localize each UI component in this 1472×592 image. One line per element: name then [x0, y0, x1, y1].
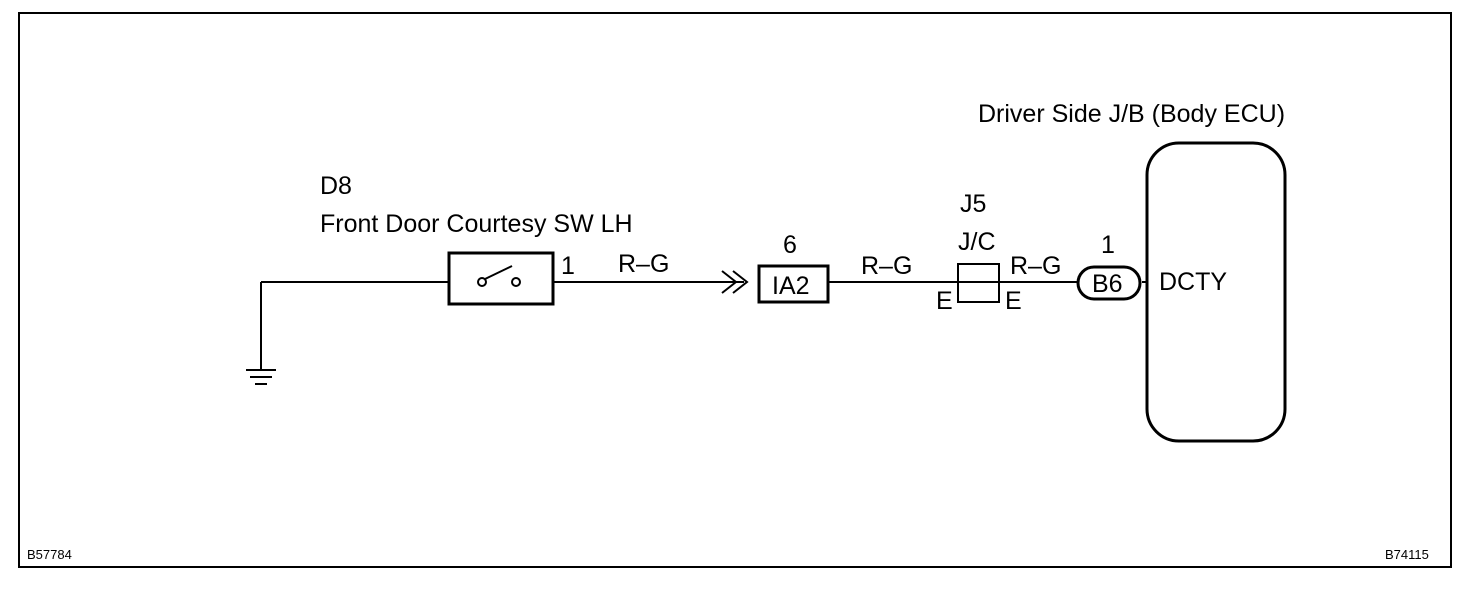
ecu-title: Driver Side J/B (Body ECU): [978, 100, 1285, 128]
wire-color-2: R–G: [861, 252, 912, 280]
wire-color-1: R–G: [618, 250, 669, 278]
wire-color-3: R–G: [1010, 252, 1061, 280]
ecu-box: [1145, 141, 1287, 443]
courtesy-switch: [447, 251, 555, 306]
connector-ia2-box: [757, 264, 830, 304]
connector-chevron-icon: [721, 270, 749, 294]
ground-icon: [246, 282, 276, 385]
connector-b6-pill: [1076, 265, 1142, 301]
ia2-label: IA2: [772, 272, 810, 300]
switch-pin: 1: [561, 252, 575, 280]
b6-pin: 1: [1101, 231, 1115, 259]
footer-left-code: B57784: [27, 547, 72, 562]
diagram-frame: [18, 12, 1452, 568]
ecu-terminal: DCTY: [1159, 268, 1227, 296]
switch-name: Front Door Courtesy SW LH: [320, 210, 633, 238]
junction-type: J/C: [958, 228, 996, 256]
junction-code: J5: [960, 190, 986, 218]
b6-label: B6: [1092, 270, 1123, 298]
junction-right-pin: E: [1005, 287, 1022, 315]
ia2-pin: 6: [783, 231, 797, 259]
switch-code: D8: [320, 172, 352, 200]
junction-left-pin: E: [936, 287, 953, 315]
footer-right-code: B74115: [1385, 547, 1429, 562]
